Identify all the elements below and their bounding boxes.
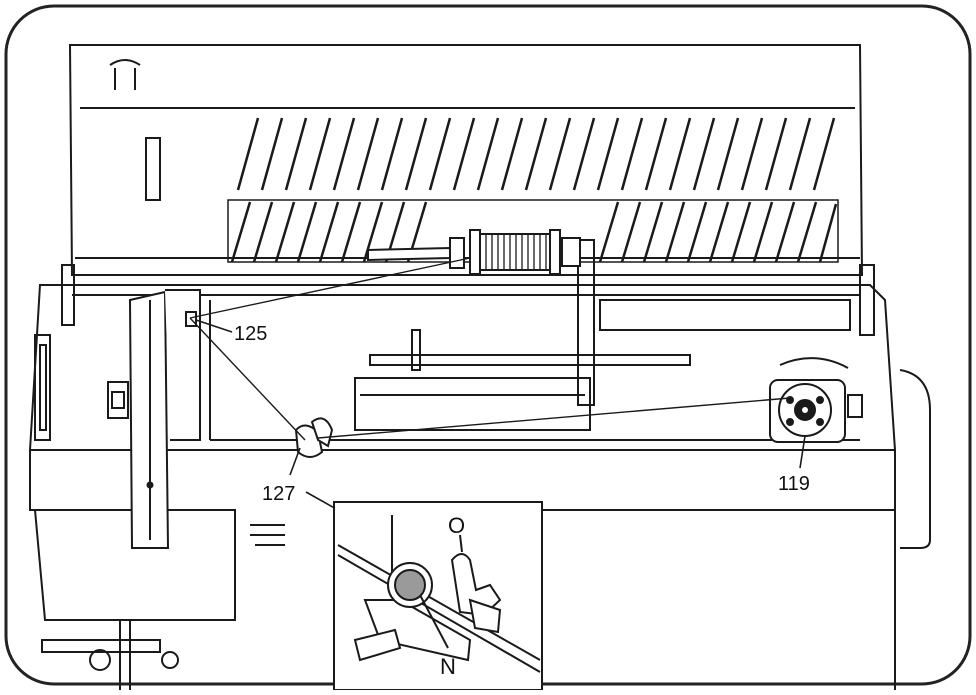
label-tension-disc: 127	[262, 483, 295, 505]
label-detail-o: O	[448, 513, 465, 538]
lid-hatching-upper	[236, 117, 836, 191]
thread-path	[189, 257, 791, 441]
label-detail-n: N	[440, 654, 456, 679]
label-bobbin-winder: 119	[778, 473, 810, 495]
bobbin-winder	[769, 357, 863, 443]
thread-lever-arm	[128, 289, 201, 549]
detail-inset	[333, 501, 543, 691]
label-thread-guide: 125	[234, 323, 267, 345]
open-lid	[68, 44, 864, 276]
leader-lines	[195, 319, 806, 511]
tension-disc	[294, 417, 334, 458]
thread-spool	[367, 229, 581, 275]
